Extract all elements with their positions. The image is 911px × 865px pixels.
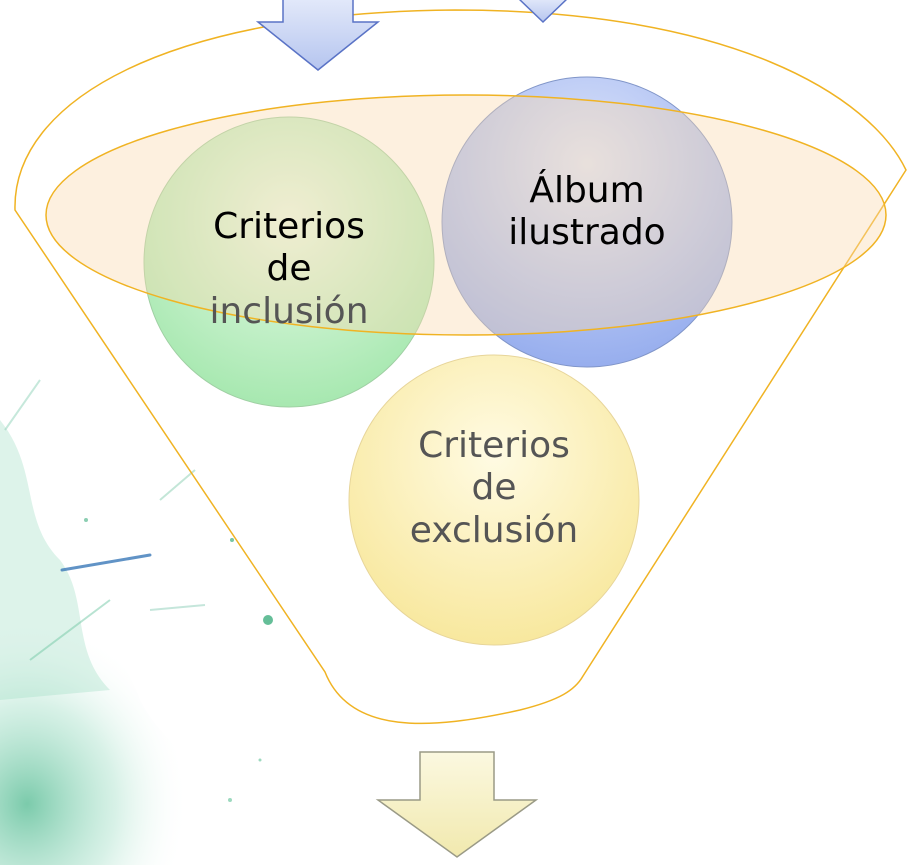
inclusion-line-1: Criterios bbox=[213, 206, 365, 247]
funnel-mouth-ellipse bbox=[45, 94, 887, 336]
album-label: Álbum ilustrado bbox=[467, 170, 707, 255]
exclusion-line-3: exclusión bbox=[409, 509, 579, 551]
exclusion-line-1: Criterios bbox=[418, 425, 570, 466]
exclusion-line-2: de bbox=[471, 467, 517, 509]
album-line-2: ilustrado bbox=[508, 212, 666, 254]
input-arrow-left-icon bbox=[255, 0, 381, 71]
watercolor-splash bbox=[0, 379, 273, 865]
inclusion-line-2: de bbox=[266, 248, 312, 290]
output-arrow-icon bbox=[375, 751, 539, 858]
exclusion-criteria-circle bbox=[348, 354, 640, 646]
exclusion-criteria-label: Criterios de exclusión bbox=[374, 425, 614, 552]
funnel-outline bbox=[14, 9, 907, 725]
inclusion-criteria-circle bbox=[143, 116, 435, 408]
inclusion-line-3: inclusión bbox=[209, 290, 369, 332]
album-circle bbox=[441, 76, 733, 368]
inclusion-criteria-label: Criterios de inclusión bbox=[169, 206, 409, 333]
input-arrow-right-icon bbox=[519, 0, 567, 24]
album-line-1: Álbum bbox=[529, 170, 645, 211]
